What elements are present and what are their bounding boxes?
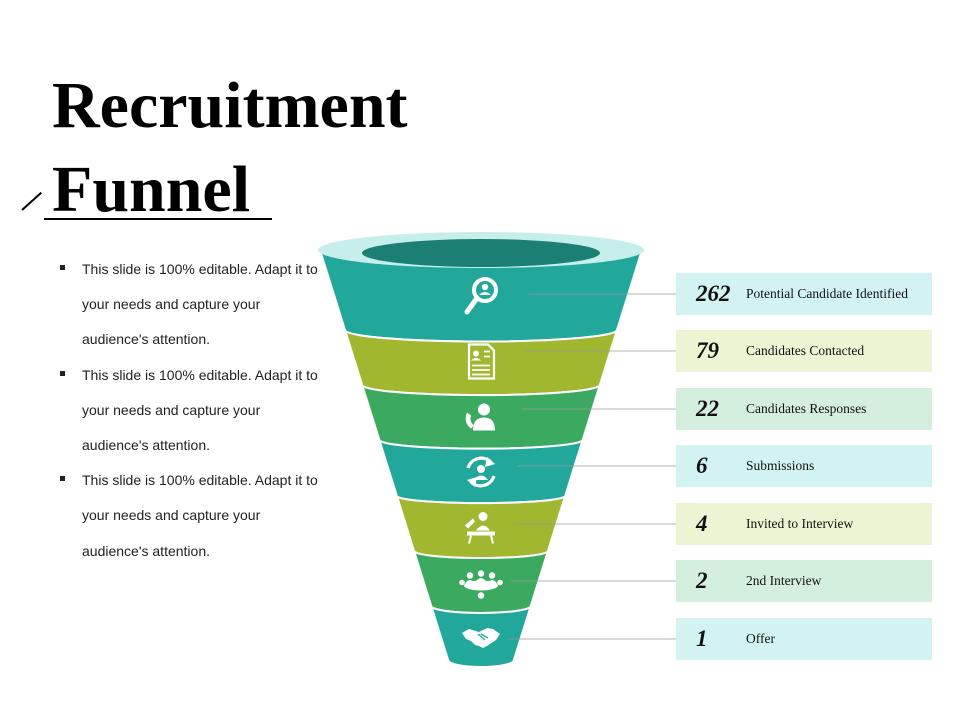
stage-label-box: 6 Submissions xyxy=(676,445,932,487)
stage-count: 2 xyxy=(696,568,708,593)
handshake-icon xyxy=(462,628,500,648)
stage-count: 22 xyxy=(696,396,719,421)
stage-count: 262 xyxy=(696,281,731,306)
refresh-user-icon xyxy=(466,456,496,488)
stage-count: 6 xyxy=(696,453,708,478)
stage-name: Invited to Interview xyxy=(746,516,854,531)
stage-label-box: 4 Invited to Interview xyxy=(676,503,932,545)
stage-label-box: 79 Candidates Contacted xyxy=(676,330,932,372)
page-title: Recruitment Funnel xyxy=(52,64,408,232)
bullet-item: This slide is 100% editable. Adapt it to… xyxy=(60,463,330,569)
meeting-table-icon xyxy=(459,570,503,599)
bullet-list: This slide is 100% editable. Adapt it to… xyxy=(60,252,330,569)
stage-count: 79 xyxy=(696,338,719,363)
title-line-2: Funnel xyxy=(52,153,251,226)
phone-call-user-icon xyxy=(465,403,495,431)
stage-name: Submissions xyxy=(746,458,815,473)
stage-name: Candidates Responses xyxy=(746,401,867,416)
magnifier-icon xyxy=(464,277,498,315)
funnel-segment-3 xyxy=(361,384,601,450)
stage-name: Offer xyxy=(746,631,775,646)
bullet-item: This slide is 100% editable. Adapt it to… xyxy=(60,252,330,358)
title-line-1: Recruitment xyxy=(52,69,408,142)
stage-label-box: 262 Potential Candidate Identified xyxy=(676,273,932,315)
stage-name: 2nd Interview xyxy=(746,573,822,588)
title-underline xyxy=(44,218,272,220)
stage-name: Candidates Contacted xyxy=(746,343,865,358)
stage-count: 4 xyxy=(696,511,708,536)
stage-count: 1 xyxy=(696,626,708,651)
resume-document-icon xyxy=(467,343,496,380)
interview-desk-icon xyxy=(465,512,495,544)
stage-name: Potential Candidate Identified xyxy=(746,286,908,301)
stage-label-box: 1 Offer xyxy=(676,618,932,660)
stage-label-box: 22 Candidates Responses xyxy=(676,388,932,430)
bullet-item: This slide is 100% editable. Adapt it to… xyxy=(60,358,330,464)
stage-label-box: 2 2nd Interview xyxy=(676,560,932,602)
funnel-mouth xyxy=(362,239,600,267)
